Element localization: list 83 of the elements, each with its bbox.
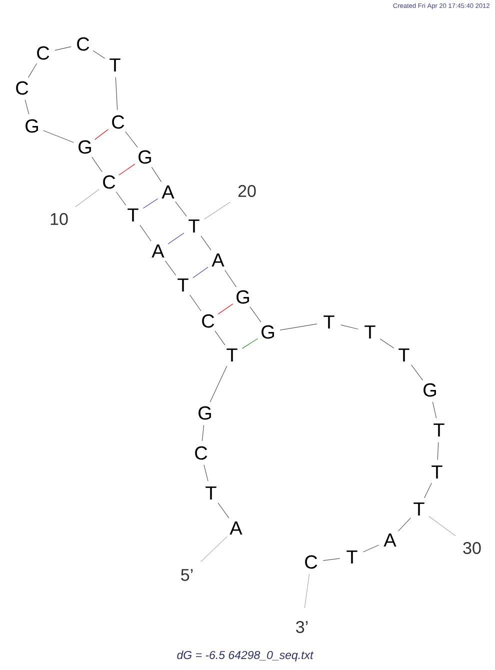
nucleotide-letter: C [37,46,50,60]
backbone-line [200,236,212,250]
nucleotide-letter: G [138,150,151,164]
nucleotide-letter: T [188,219,200,233]
leader-line [304,574,310,608]
leader-line [75,188,100,208]
backbone-line [92,156,102,172]
nucleotide-letter: G [78,140,91,154]
position-number: 30 [463,542,481,554]
nucleotide-letter: T [398,348,410,362]
nucleotide-letter: G [198,406,211,420]
backbone-line [115,76,118,110]
backbone-line [210,366,228,402]
nucleotide-letter: C [202,314,214,328]
backbone-line [116,192,126,206]
nucleotide-letter: C [103,175,116,189]
nucleotide-letter: T [414,502,424,516]
nucleotide-letter: G [236,290,249,304]
nucleotide-letter: G [262,325,274,339]
base-pair-line [242,338,258,349]
nucleotide-letter: C [305,555,318,569]
backbone-line [437,442,439,460]
nucleotide-letter: C [195,446,208,460]
leader-line [200,536,228,562]
backbone-line [164,260,176,276]
nucleotide-letter: A [384,533,396,547]
nucleotide-letter: T [434,423,444,437]
nucleotide-letter: T [364,325,376,339]
backbone-line [280,324,318,330]
nucleotide-letter: C [16,81,28,95]
nucleotide-letter: A [230,521,242,535]
backbone-line [140,224,152,242]
base-pair-line [142,198,158,209]
base-pair-line [168,232,184,244]
backbone-line [432,402,437,418]
backbone-line [322,558,340,561]
nucleotide-letter: G [424,383,436,397]
backbone-line [202,424,204,442]
base-pair-line [94,129,109,140]
nucleotide-letter: C [112,115,124,129]
nucleotide-letter: T [128,208,138,222]
backbone-line [92,50,106,59]
nucleotide-letter: T [226,348,238,362]
backbone-line [424,482,432,498]
nucleotide-letter: A [212,253,224,267]
nucleotide-letter: G [26,119,38,133]
backbone-line [214,330,226,346]
nucleotide-letter: A [152,244,164,258]
backbone-line [380,338,394,348]
backbone-line [340,324,358,330]
backbone-line [224,270,236,288]
backbone-line [28,63,38,78]
nucleotide-letter: T [178,278,188,292]
position-number: 10 [50,213,68,226]
backbone-line [190,294,202,312]
strand-end-label: 5’ [181,569,193,581]
backbone-line [125,131,138,148]
nucleotide-letter: T [206,486,216,500]
base-pair-line [192,266,208,278]
leader-line [204,202,230,220]
nucleotide-letter: T [110,58,120,72]
position-number: 20 [238,185,256,198]
backbone-line [54,46,72,51]
backbone-line [43,130,74,143]
backbone-line [218,502,230,518]
nucleotide-letter: A [162,185,174,199]
backbone-line [175,201,187,217]
nucleotide-letter: C [77,37,90,51]
leader-line [428,516,456,536]
base-pair-line [218,304,234,314]
nucleotide-letter: T [346,550,358,564]
backbone-line [410,364,424,380]
backbone-line [398,518,411,532]
backbone-line [362,544,380,552]
base-pair-line [118,164,136,176]
backbone-line [250,306,262,322]
strand-end-label: 3’ [296,620,308,634]
nucleotide-letter: T [324,315,334,329]
backbone-line [24,100,30,115]
nucleotide-letter: T [432,465,442,479]
backbone-line [204,464,208,482]
backbone-line [151,166,162,182]
caption: dG = -6.5 64298_0_seq.txt [177,650,314,662]
